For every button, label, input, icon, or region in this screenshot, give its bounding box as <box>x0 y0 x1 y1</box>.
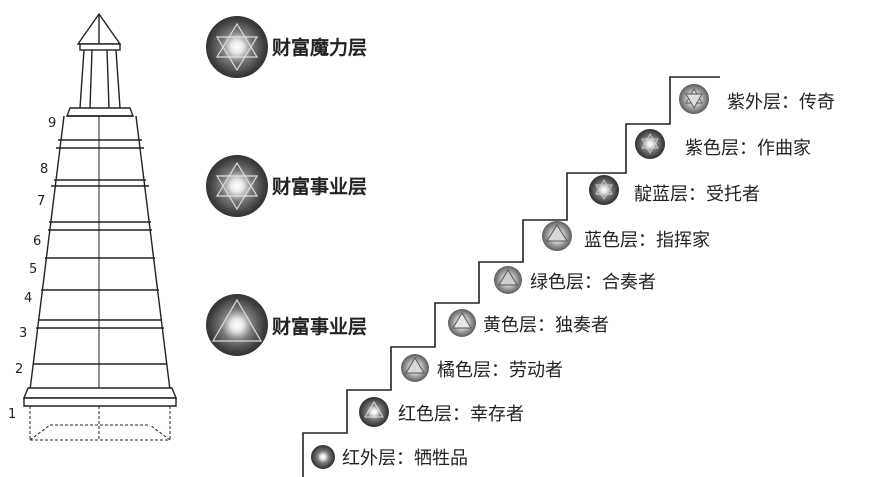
floor-number-4: 4 <box>24 291 32 306</box>
stair-step-label: 蓝色层：指挥家 <box>584 230 710 251</box>
stair-step-label: 橘色层：劳动者 <box>437 360 563 381</box>
floor-number-8: 8 <box>40 162 48 177</box>
floor-number-6: 6 <box>33 234 41 249</box>
star-of-david-icon <box>635 129 665 159</box>
star-of-david-icon <box>206 16 268 78</box>
triangle-icon <box>206 294 268 356</box>
stair-step-2: 红色层：幸存者 <box>359 397 524 427</box>
triangle-icon <box>494 266 522 294</box>
stair-step-1: 红外层：牺牲品 <box>311 445 468 469</box>
stair-step-9: 紫外层：传奇 <box>679 84 835 114</box>
triangle-icon <box>359 397 389 427</box>
floor-number-2: 2 <box>15 362 23 377</box>
star-of-david-icon <box>589 175 619 205</box>
stair-step-3: 橘色层：劳动者 <box>401 354 563 382</box>
triangle-icon <box>542 221 572 251</box>
triangle-icon <box>448 309 476 337</box>
tower <box>22 12 178 441</box>
stair-step-label: 红外层：牺牲品 <box>342 448 468 469</box>
floor-number-7: 7 <box>37 194 45 209</box>
stair-step-7: 靛蓝层：受托者 <box>589 175 760 205</box>
star-of-david-icon <box>206 155 268 217</box>
stair-step-6: 蓝色层：指挥家 <box>542 221 710 251</box>
floor-number-5: 5 <box>29 262 37 277</box>
wealth-layer-1: 财富魔力层 <box>206 16 367 78</box>
wealth-layer-label: 财富魔力层 <box>272 36 367 59</box>
stair-step-8: 紫色层：作曲家 <box>635 129 811 159</box>
stair-step-4: 黄色层：独奏者 <box>448 309 609 337</box>
floor-number-1: 1 <box>8 407 16 422</box>
stair-step-label: 绿色层：合奏者 <box>530 272 656 293</box>
wealth-layer-3: 财富事业层 <box>206 294 367 356</box>
stair-step-label: 紫外层：传奇 <box>727 92 835 113</box>
floor-number-3: 3 <box>19 326 27 341</box>
stair-step-5: 绿色层：合奏者 <box>494 266 656 294</box>
stair-step-label: 红色层：幸存者 <box>398 404 524 425</box>
stair-step-label: 紫色层：作曲家 <box>685 138 811 159</box>
triangle-icon <box>401 354 429 382</box>
wealth-layer-2: 财富事业层 <box>206 155 367 217</box>
circle-icon <box>311 445 335 469</box>
stair-step-label: 黄色层：独奏者 <box>483 315 609 336</box>
wealth-layer-label: 财富事业层 <box>272 315 367 338</box>
floor-numbers: 1 2 3 4 5 6 7 8 9 <box>8 116 56 422</box>
staircase-line <box>302 76 720 477</box>
stairs: 红外层：牺牲品 红色层：幸存者 橘色层：劳动者 黄色层：独奏者 <box>311 84 835 469</box>
floor-number-9: 9 <box>48 116 56 131</box>
wealth-layer-label: 财富事业层 <box>272 175 367 198</box>
star-of-david-icon <box>679 84 709 114</box>
stair-step-label: 靛蓝层：受托者 <box>634 184 760 205</box>
